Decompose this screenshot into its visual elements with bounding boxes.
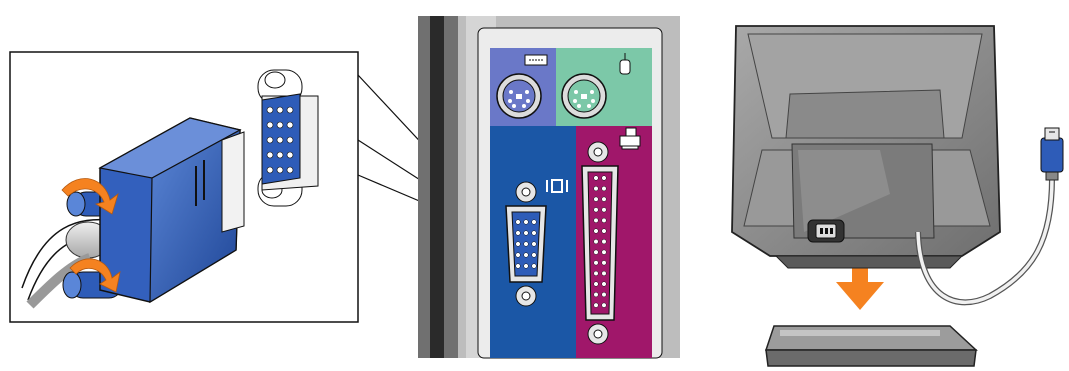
keyboard-ps2-port: [496, 73, 542, 119]
computer-back-panel: [418, 16, 680, 359]
parallel-pin: [601, 249, 607, 255]
vga-pin: [515, 230, 521, 236]
vga-pin: [515, 219, 521, 225]
vga-pin: [531, 252, 537, 258]
vga-pin: [286, 151, 294, 159]
vga-pin: [531, 263, 537, 269]
parallel-pin: [601, 302, 607, 308]
monitor-stand-base: [764, 325, 978, 367]
monitor-video-cable: [915, 127, 1064, 306]
power-socket-icon: [807, 219, 845, 243]
parallel-pin: [593, 207, 599, 213]
parallel-pin: [601, 228, 607, 234]
monitor-body: [731, 25, 1001, 269]
parallel-pin: [593, 260, 599, 266]
parallel-pin: [601, 270, 607, 276]
vga-pin: [286, 136, 294, 144]
vga-pin: [276, 121, 284, 129]
vga-pin: [523, 263, 529, 269]
parallel-pin: [601, 292, 607, 298]
parallel-pin: [601, 281, 607, 287]
vga-pin: [515, 263, 521, 269]
vga-pin: [523, 252, 529, 258]
parallel-pin: [593, 186, 599, 192]
vga-pin: [531, 219, 537, 225]
vga-pin: [266, 166, 274, 174]
vga-plug: [98, 117, 245, 304]
vga-pin: [515, 252, 521, 258]
mouse-ps2-port: [561, 73, 607, 119]
parallel-pin: [593, 217, 599, 223]
vga-pin: [286, 106, 294, 114]
vga-pin: [276, 136, 284, 144]
parallel-pin: [593, 228, 599, 234]
connector-detail-panel: [9, 51, 503, 323]
mouse-icon: [619, 53, 631, 75]
parallel-pin: [593, 175, 599, 181]
vga-pin: [515, 241, 521, 247]
parallel-pin: [593, 281, 599, 287]
vga-pin: [276, 151, 284, 159]
vga-pin: [531, 230, 537, 236]
vga-pin: [276, 166, 284, 174]
parallel-pin: [593, 292, 599, 298]
keyboard-icon: [524, 54, 548, 66]
vga-pin: [523, 219, 529, 225]
parallel-pin: [601, 207, 607, 213]
vga-pin: [286, 121, 294, 129]
parallel-pin: [601, 186, 607, 192]
vga-pin: [286, 166, 294, 174]
vga-port-detail: [257, 69, 319, 207]
parallel-pin: [601, 196, 607, 202]
tighten-arrow-top: [61, 178, 119, 215]
vga-pin: [276, 106, 284, 114]
parallel-pin: [601, 260, 607, 266]
parallel-pin: [601, 217, 607, 223]
vga-pin: [523, 230, 529, 236]
vga-pin: [266, 106, 274, 114]
parallel-port: [581, 141, 619, 345]
vga-pin: [531, 241, 537, 247]
parallel-pin: [593, 239, 599, 245]
parallel-pin: [593, 302, 599, 308]
vga-pin: [266, 121, 274, 129]
tighten-arrow-bottom: [69, 258, 121, 293]
vga-pin: [523, 241, 529, 247]
parallel-pin: [601, 239, 607, 245]
vga-port: [505, 181, 547, 307]
monitor-rear-view: [731, 25, 1064, 367]
parallel-pin: [593, 270, 599, 276]
parallel-pin: [593, 196, 599, 202]
monitor-video-icon: [546, 179, 568, 193]
vga-pin: [266, 136, 274, 144]
parallel-pin: [593, 249, 599, 255]
attach-stand-arrow: [836, 266, 884, 310]
printer-icon: [619, 127, 641, 150]
vga-pin: [266, 151, 274, 159]
parallel-pin: [601, 175, 607, 181]
